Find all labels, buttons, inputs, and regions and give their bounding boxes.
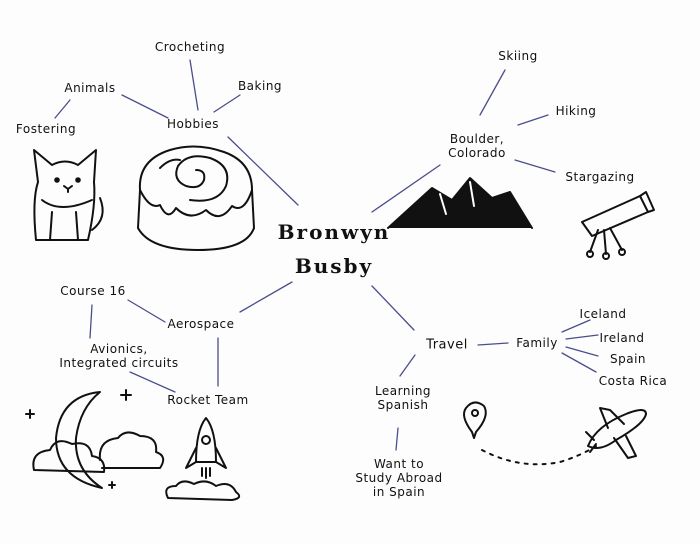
node-ireland: Ireland <box>599 331 645 345</box>
link-family-spain <box>565 346 599 357</box>
link-boulder-skiing <box>479 69 506 116</box>
link-hobbies-baking <box>213 94 241 113</box>
node-travel: Travel <box>426 337 468 353</box>
link-hobbies-animals <box>121 94 169 119</box>
link-boulder-stargazing <box>514 159 556 173</box>
link-family-iceland <box>561 319 591 333</box>
node-hiking: Hiking <box>555 104 597 118</box>
moon-clouds-sketch-icon <box>25 389 165 489</box>
airplane-sketch-icon <box>585 407 647 459</box>
node-animals: Animals <box>64 81 116 95</box>
cinnamon-roll-sketch-icon <box>137 145 255 251</box>
node-aerospace: Aerospace <box>167 317 235 331</box>
link-avionics-rocket-team <box>129 371 176 393</box>
link-learning-spanish-study-abroad <box>395 427 399 451</box>
center-name-last: Busby <box>294 254 374 278</box>
center-name-first: Bronwyn <box>277 220 391 244</box>
node-baking: Baking <box>237 79 283 93</box>
node-crocheting: Crocheting <box>154 40 226 54</box>
cat-sketch-icon <box>33 149 104 241</box>
link-travel-learning-spanish <box>399 354 416 377</box>
link-family-ireland <box>565 334 599 340</box>
link-hobbies-crocheting <box>189 59 199 111</box>
location-pin-sketch-icon <box>463 401 597 466</box>
node-hobbies: Hobbies <box>166 117 220 131</box>
node-study-abroad: Want to Study Abroad in Spain <box>355 457 443 499</box>
node-avionics: Avionics, Integrated circuits <box>59 342 179 370</box>
node-skiing: Skiing <box>498 49 538 63</box>
link-travel-family <box>477 342 509 346</box>
link-aerospace-course16 <box>127 299 166 323</box>
node-course-16: Course 16 <box>60 284 126 298</box>
node-iceland: Iceland <box>579 307 627 321</box>
link-boulder-hiking <box>517 114 549 126</box>
mountains-sketch-icon <box>387 177 533 229</box>
node-learning-spanish: Learning Spanish <box>374 384 432 412</box>
link-hobbies-center <box>227 136 299 206</box>
node-fostering: Fostering <box>15 122 77 136</box>
node-spain: Spain <box>609 352 647 366</box>
link-family-costa-rica <box>561 352 597 373</box>
node-boulder-colorado: Boulder, Colorado <box>448 132 506 160</box>
node-costa-rica: Costa Rica <box>598 374 668 388</box>
link-center-aerospace <box>239 281 293 313</box>
node-rocket-team: Rocket Team <box>167 393 249 407</box>
telescope-sketch-icon <box>581 191 655 260</box>
link-course16-avionics <box>89 304 93 339</box>
rocket-sketch-icon <box>165 417 241 501</box>
link-center-travel <box>371 285 415 331</box>
node-family: Family <box>516 336 558 350</box>
link-animals-fostering <box>54 99 71 119</box>
link-center-boulder <box>371 164 441 213</box>
node-stargazing: Stargazing <box>565 170 635 184</box>
